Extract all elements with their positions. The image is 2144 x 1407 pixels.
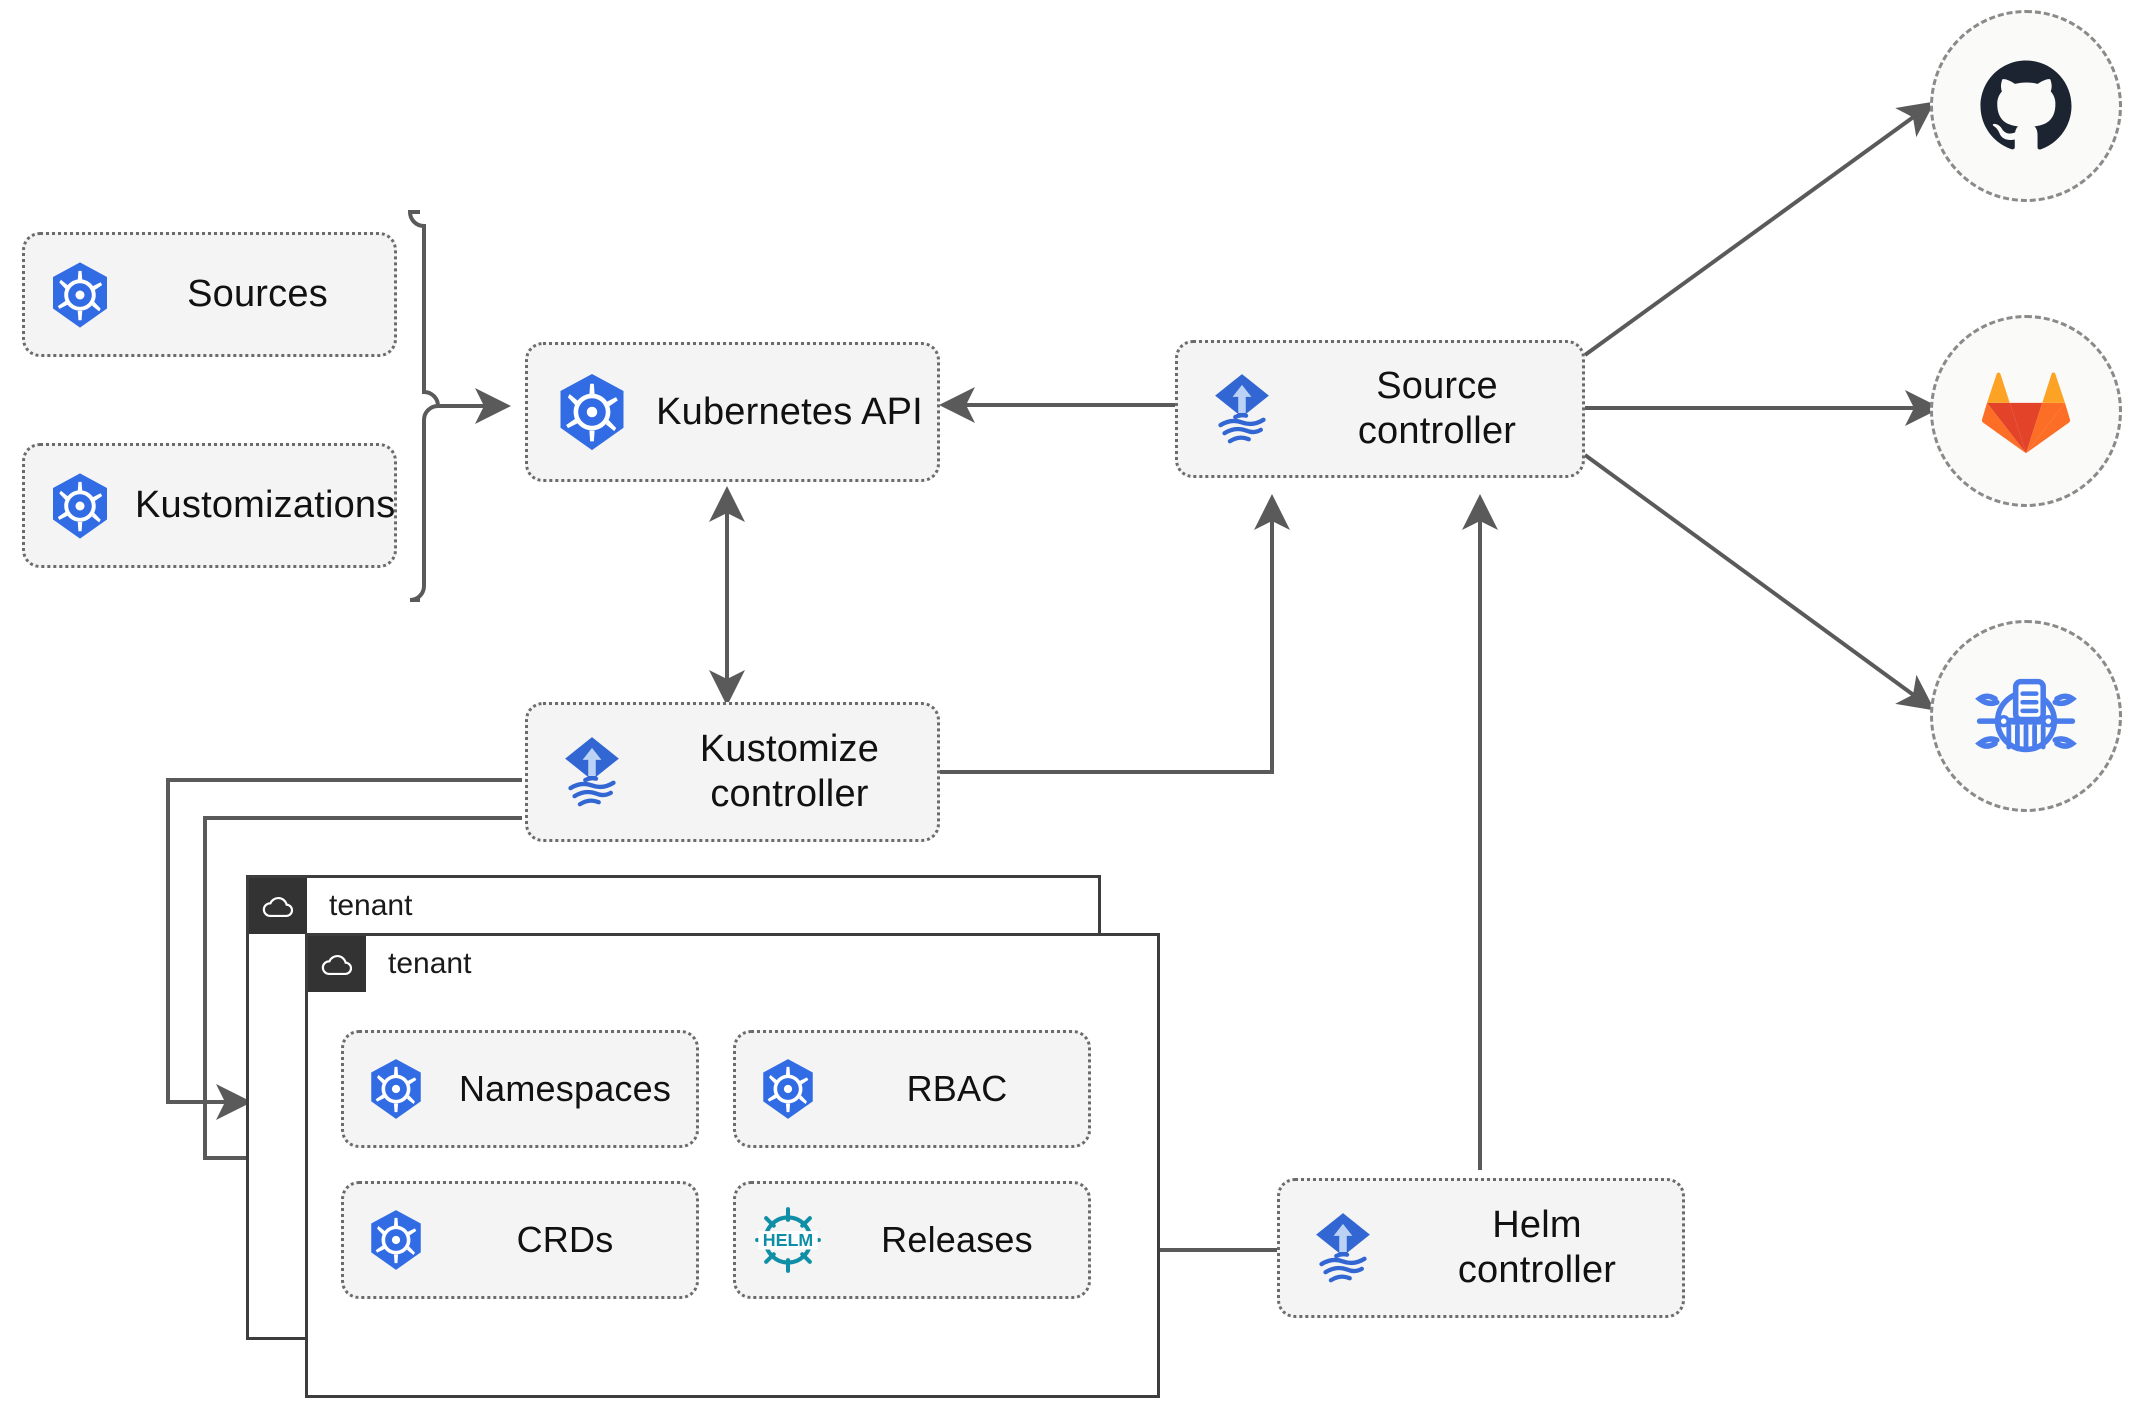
node-label: Kustomize controller (699, 728, 880, 815)
kubernetes-icon (344, 1056, 448, 1122)
tenant-header: tenant (249, 878, 412, 934)
node-namespaces[interactable]: Namespaces (341, 1030, 699, 1148)
cloud-icon (308, 936, 366, 992)
node-crds[interactable]: CRDs (341, 1181, 699, 1299)
tenant-header: tenant (308, 936, 471, 992)
node-label: Namespaces (458, 1067, 672, 1109)
node-kubernetes-api[interactable]: Kubernetes API (525, 342, 940, 482)
registry-github[interactable] (1930, 10, 2122, 202)
node-label: Source controller (1357, 365, 1517, 452)
node-kustomizations[interactable]: Kustomizations (22, 443, 397, 568)
node-label: Sources (187, 273, 328, 316)
node-sources[interactable]: Sources (22, 232, 397, 357)
flux-icon (1178, 366, 1306, 452)
node-releases[interactable]: HELM Releases (733, 1181, 1091, 1299)
flux-icon (1280, 1205, 1406, 1291)
node-label: RBAC (906, 1067, 1008, 1109)
kubernetes-icon (25, 470, 135, 542)
flux-icon (528, 729, 656, 815)
edge-kustomizecontroller-sourcecontroller (940, 494, 1290, 774)
node-label: Kubernetes API (656, 390, 923, 433)
tenant-box-2[interactable]: tenant (305, 933, 1160, 1398)
tenant-label: tenant (329, 889, 413, 922)
kubernetes-icon (25, 259, 135, 331)
node-source-controller[interactable]: Source controller (1175, 340, 1585, 478)
registry-harbor[interactable] (1930, 620, 2122, 812)
edge-sourcecontroller-github (1583, 101, 1935, 357)
gitlab-icon (1981, 372, 2071, 454)
github-icon (1980, 60, 2072, 150)
kubernetes-icon (344, 1207, 448, 1273)
edge-sources-brace (407, 210, 441, 602)
node-label: Kustomizations (135, 484, 396, 527)
kubernetes-icon (528, 370, 656, 454)
node-kustomize-controller[interactable]: Kustomize controller (525, 702, 940, 842)
node-label: CRDs (516, 1218, 614, 1260)
registry-gitlab[interactable] (1930, 315, 2122, 507)
cloud-icon (249, 878, 307, 934)
node-helm-controller[interactable]: Helm controller (1277, 1178, 1685, 1318)
node-rbac[interactable]: RBAC (733, 1030, 1091, 1148)
node-label: Helm controller (1457, 1204, 1617, 1291)
edge-sourcecontroller-harbor (1583, 453, 1935, 711)
svg-text:HELM: HELM (763, 1230, 813, 1250)
node-label: Releases (881, 1218, 1033, 1260)
kubernetes-icon (736, 1056, 840, 1122)
helm-icon: HELM (736, 1202, 840, 1278)
harbor-icon (1975, 678, 2077, 753)
tenant-label: tenant (388, 947, 472, 980)
